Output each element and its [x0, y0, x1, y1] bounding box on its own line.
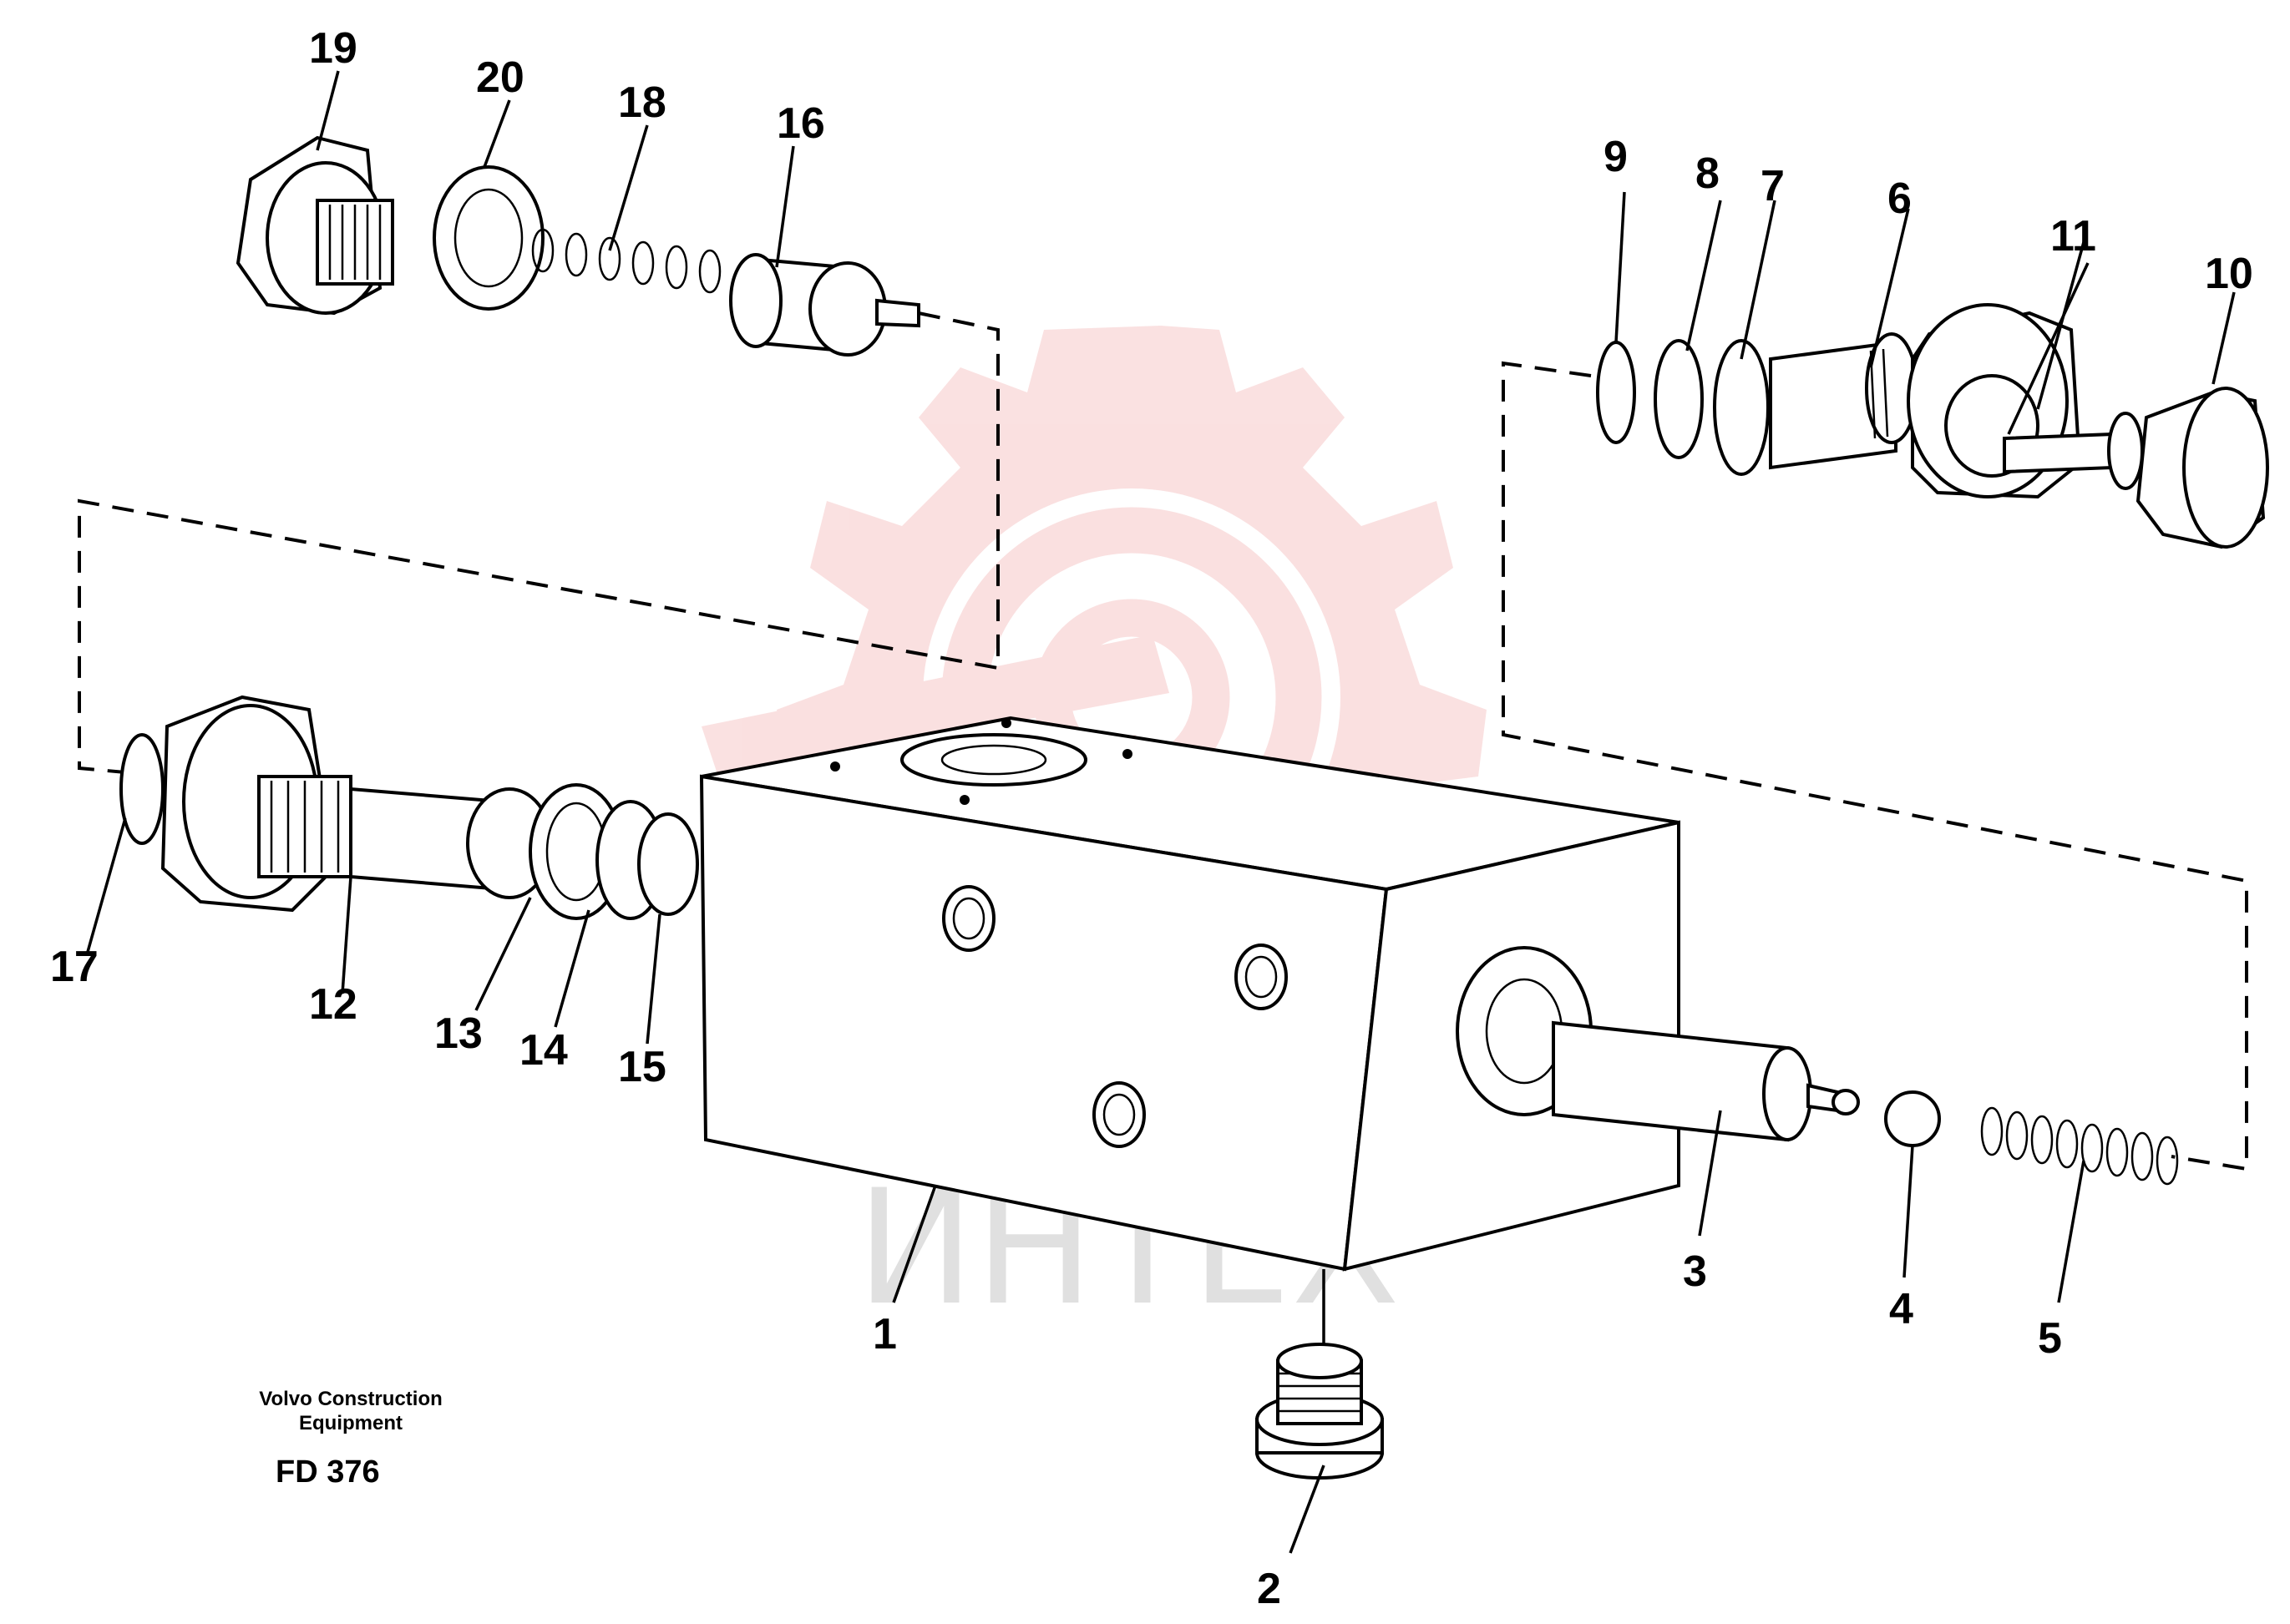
plug-part-2 [1255, 1269, 1384, 1480]
callout-14: 14 [519, 1026, 568, 1075]
callout-18: 18 [618, 78, 666, 127]
callout-3: 3 [1683, 1247, 1707, 1296]
cartridge-assembly-right [1596, 303, 2269, 549]
caption-company: Volvo Construction [259, 1388, 443, 1410]
callout-7: 7 [1761, 162, 1785, 210]
callout-9: 9 [1604, 133, 1628, 181]
ball-part-4 [1884, 1090, 1941, 1147]
callout-10: 10 [2205, 250, 2253, 298]
valve-block [699, 716, 1680, 1272]
callout-2: 2 [1257, 1565, 1281, 1613]
callout-17: 17 [50, 943, 99, 991]
callout-19: 19 [309, 24, 357, 73]
callout-20: 20 [476, 53, 524, 102]
callout-16: 16 [777, 99, 825, 148]
callout-1: 1 [873, 1310, 897, 1358]
callout-13: 13 [434, 1009, 483, 1058]
callout-12: 12 [309, 980, 357, 1029]
caption-company-line2: Equipment [299, 1412, 403, 1434]
caption-block: Volvo Construction Equipment FD 376 [259, 1388, 443, 1490]
callout-5: 5 [2038, 1314, 2062, 1363]
callout-6: 6 [1887, 175, 1912, 223]
cartridge-assembly-left [236, 135, 920, 357]
callout-15: 15 [618, 1043, 666, 1091]
callout-8: 8 [1695, 149, 1720, 198]
spring-part-5 [1980, 1106, 2179, 1186]
callout-numbers: 1 2 3 4 5 6 7 8 9 10 11 12 13 14 15 16 1… [50, 24, 2253, 1613]
figure-code: FD 376 [276, 1455, 380, 1490]
dashed-connector-left [78, 311, 1000, 774]
dashed-connector-right [1502, 361, 2248, 1171]
callout-4: 4 [1889, 1285, 1913, 1333]
piston-part-3 [1552, 1020, 1860, 1142]
callout-11: 11 [2050, 212, 2096, 261]
cartridge-assembly-lower-left [119, 695, 699, 920]
leader-lines [86, 70, 2236, 1554]
